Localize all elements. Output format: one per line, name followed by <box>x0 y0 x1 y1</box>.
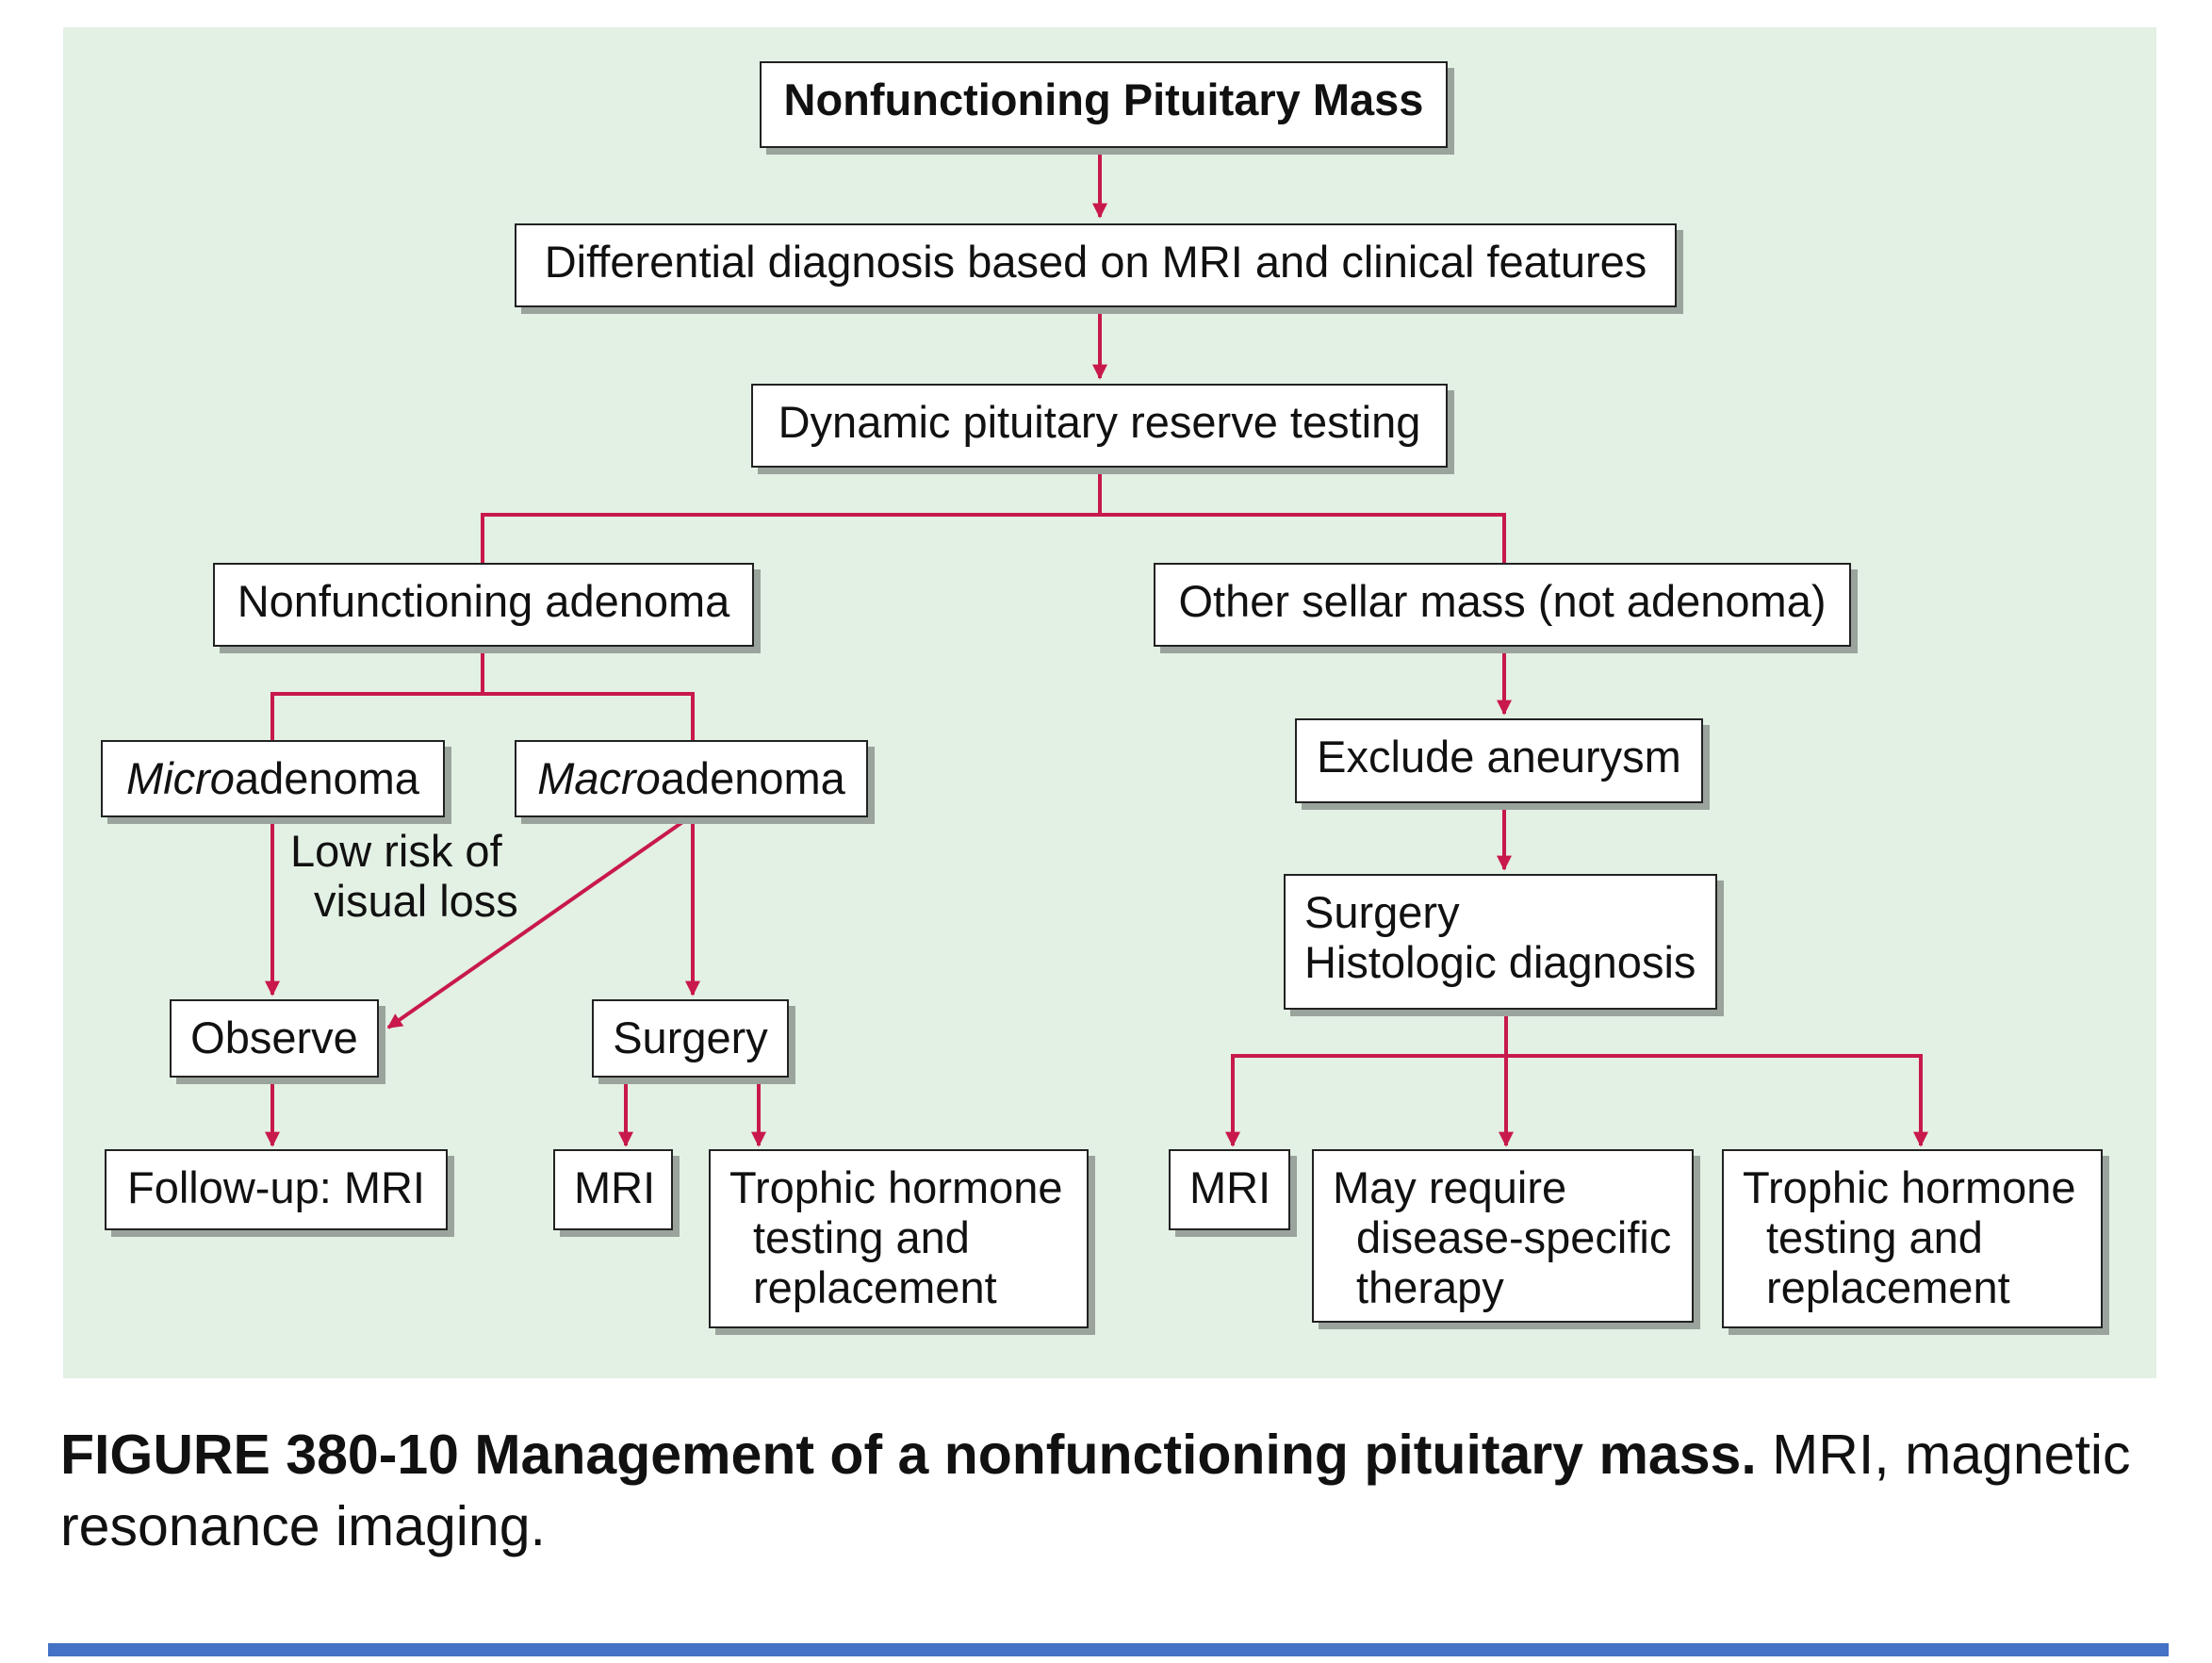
bottom-rule <box>48 1643 2169 1656</box>
node-nonfunctioning-adenoma: Nonfunctioning adenoma <box>213 563 754 647</box>
trophic-right-line-2: testing and <box>1766 1212 1983 1262</box>
surgery-histologic-line-1: Surgery <box>1304 887 1460 937</box>
node-observe: Observe <box>170 999 379 1078</box>
node-followup-mri: Follow-up: MRI <box>105 1149 448 1230</box>
node-differential: Differential diagnosis based on MRI and … <box>515 223 1677 307</box>
trophic-left-line-3: replacement <box>753 1262 997 1312</box>
microadenoma-prefix: Micro <box>126 753 235 803</box>
edge-macro-observe <box>386 816 690 1029</box>
may-require-line-3: therapy <box>1356 1262 1504 1312</box>
edge-dynamic-split-right <box>1100 513 1506 566</box>
trophic-right-line-1: Trophic hormone <box>1743 1162 2076 1212</box>
surgery-histologic-line-2: Histologic diagnosis <box>1304 937 1696 987</box>
node-dynamic: Dynamic pituitary reserve testing <box>751 384 1448 468</box>
node-other-sellar-mass: Other sellar mass (not adenoma) <box>1154 563 1851 647</box>
low-risk-line-1: Low risk of <box>290 826 502 876</box>
node-root: Nonfunctioning Pituitary Mass <box>760 61 1448 148</box>
edge-adenoma-split-right <box>483 692 695 743</box>
node-exclude-aneurysm: Exclude aneurysm <box>1295 718 1703 803</box>
trophic-left-line-2: testing and <box>753 1212 970 1262</box>
low-risk-note: Low risk of visual loss <box>290 826 518 926</box>
edge-dynamic-split <box>481 468 1102 566</box>
macroadenoma-suffix: adenoma <box>660 753 845 803</box>
node-mri-right: MRI <box>1169 1149 1290 1230</box>
caption-text: MRI, magnetic resonance imaging. <box>60 1424 2131 1557</box>
node-macroadenoma: Macroadenoma <box>515 740 868 817</box>
node-surgery-left: Surgery <box>592 999 789 1078</box>
edge-histologic-left <box>1225 1054 1506 1147</box>
low-risk-line-2: visual loss <box>314 876 518 926</box>
may-require-line-1: May require <box>1333 1162 1567 1212</box>
trophic-left-line-1: Trophic hormone <box>729 1162 1063 1212</box>
may-require-line-2: disease-specific <box>1356 1212 1672 1262</box>
microadenoma-suffix: adenoma <box>234 753 419 803</box>
edge-adenoma-split <box>270 647 484 743</box>
trophic-right-line-3: replacement <box>1766 1262 2010 1312</box>
caption-title: FIGURE 380-10 Management of a nonfunctio… <box>60 1424 1757 1486</box>
edge-histologic-right <box>1506 1054 1928 1147</box>
macroadenoma-prefix: Macro <box>537 753 661 803</box>
node-mri-left: MRI <box>553 1149 673 1230</box>
node-trophic-right: Trophic hormone testing and replacement <box>1722 1149 2103 1328</box>
node-surgery-histologic: Surgery Histologic diagnosis <box>1284 874 1717 1010</box>
figure-caption: FIGURE 380-10 Management of a nonfunctio… <box>60 1419 2134 1562</box>
node-trophic-left: Trophic hormone testing and replacement <box>709 1149 1089 1328</box>
node-microadenoma: Microadenoma <box>101 740 445 817</box>
node-may-require: May require disease-specific therapy <box>1312 1149 1694 1323</box>
